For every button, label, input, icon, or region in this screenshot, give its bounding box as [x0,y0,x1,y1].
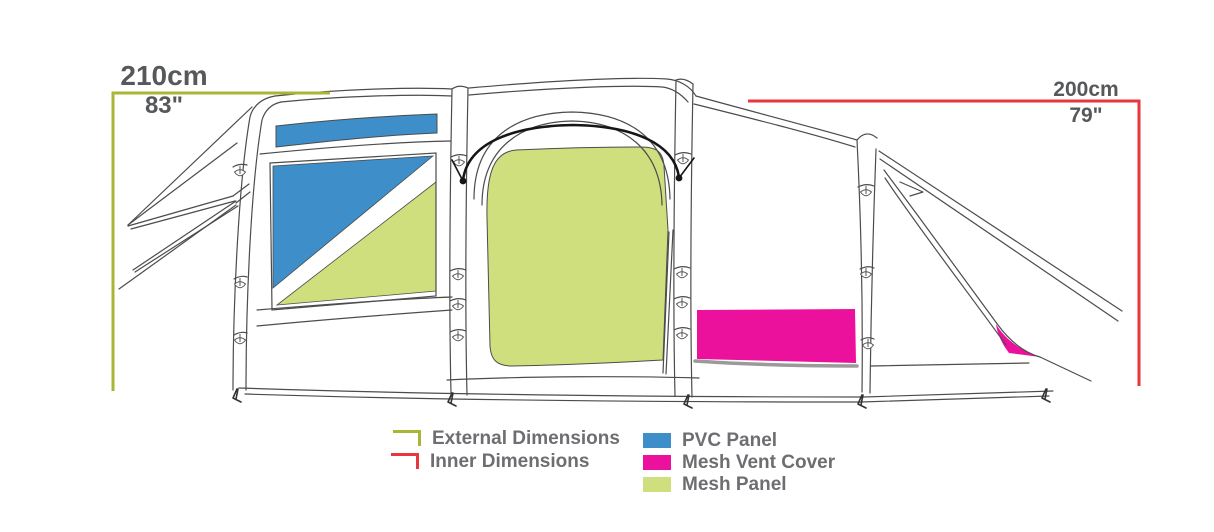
mesh-vent-cover-panel [697,309,856,363]
mesh-panel-door [486,146,669,367]
awning-lines [118,106,253,290]
dimension-lines [111,91,1141,391]
inner-dimension-inches: 79" [1069,104,1103,127]
legend-item-pvc-panel: PVC Panel [643,431,777,451]
pvc-panel-roof-strip [275,113,438,148]
mesh-panel-swatch [643,477,671,492]
legend-item-external-dimensions: External Dimensions [393,429,620,449]
legend-label: Inner Dimensions [430,451,590,472]
legend-label: External Dimensions [432,428,620,449]
mesh-vent-cover-corner [996,324,1040,357]
legend-item-mesh-vent-cover: Mesh Vent Cover [643,453,835,473]
external-dimension-inches: 83" [144,92,184,119]
inner-dimension-line [748,99,1141,386]
legend-item-mesh-panel: Mesh Panel [643,475,787,495]
window-frame [269,152,437,311]
door-awning-pole [451,123,695,185]
inner-dimension-label: 200cm 79" [1036,79,1136,126]
external-dimension-label: 210cm 83" [110,61,218,118]
tent-line-art [118,77,1123,403]
legend-label: Mesh Panel [682,474,787,495]
legend-item-inner-dimensions: Inner Dimensions [391,452,589,472]
pvc-panel-window [272,155,435,289]
colored-panels [272,113,1040,367]
ground-rail [238,387,1054,398]
inner-dimensions-bracket-icon [391,453,419,469]
pvc-panel-swatch [643,433,671,448]
external-dimensions-bracket-icon [393,430,421,446]
mesh-vent-cover-swatch [643,455,671,470]
legend-label: Mesh Vent Cover [682,452,836,473]
external-dimension-cm: 210cm [120,60,208,91]
legend-label: PVC Panel [682,430,778,451]
inner-dimension-cm: 200cm [1053,78,1119,101]
external-dimension-line [111,91,330,391]
